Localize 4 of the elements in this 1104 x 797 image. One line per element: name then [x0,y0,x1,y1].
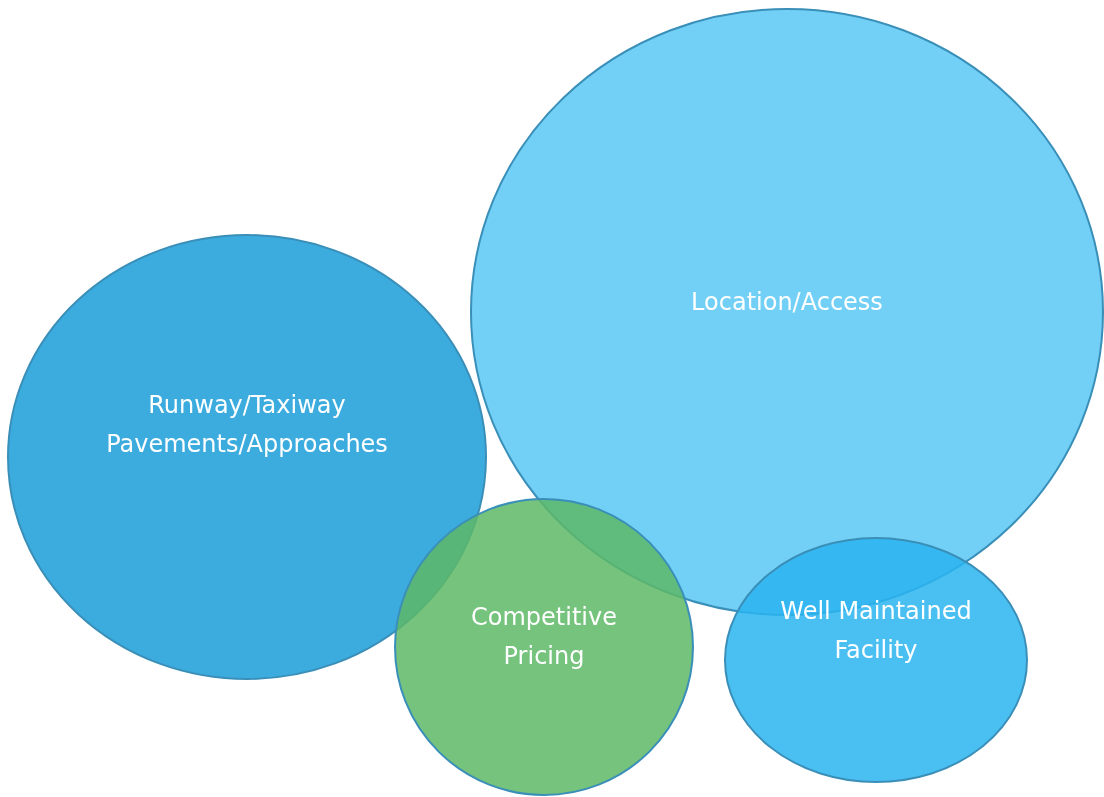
circle-label: Runway/Taxiway Pavements/Approaches [105,390,389,460]
circle-label: Well Maintained Facility [779,596,973,666]
circle-label: Location/Access [690,287,884,318]
circle-label: Competitive Pricing [470,602,618,672]
